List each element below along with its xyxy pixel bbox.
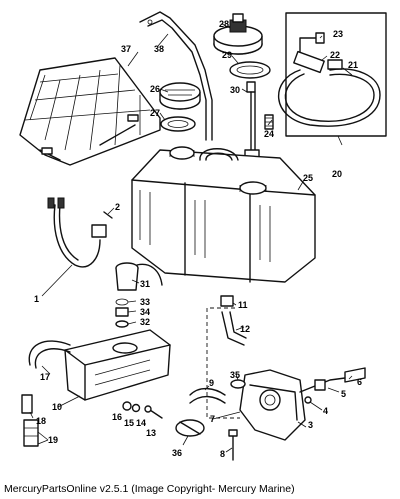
callout-15: 15 (124, 418, 134, 428)
callout-28: 28 (219, 19, 229, 29)
callout-25: 25 (303, 173, 313, 183)
callout-9: 9 (209, 378, 214, 388)
callout-23: 23 (333, 29, 343, 39)
callout-29: 29 (222, 50, 232, 60)
fuel-pump-assembly (189, 367, 366, 461)
callout-32: 32 (140, 317, 150, 327)
tank-tray-basket (19, 57, 161, 166)
callout-26: 26 (150, 84, 160, 94)
fuel-gauge-assembly (213, 13, 271, 79)
callout-8: 8 (220, 449, 225, 459)
callout-22: 22 (330, 50, 340, 60)
callout-33: 33 (140, 297, 150, 307)
callout-11: 11 (238, 300, 248, 310)
callout-4: 4 (323, 406, 328, 416)
callout-35: 35 (230, 370, 240, 380)
callout-24: 24 (264, 129, 274, 139)
callout-labels: 37 38 28 29 26 27 30 23 22 21 24 20 25 2… (34, 19, 362, 459)
callout-3: 3 (308, 420, 313, 430)
hose-clamp (175, 419, 205, 437)
leader-lines (29, 23, 353, 453)
callout-38: 38 (154, 44, 164, 54)
sender-31-34 (115, 262, 163, 328)
fuel-tank (131, 146, 316, 283)
callout-20: 20 (332, 169, 342, 179)
callout-12: 12 (240, 324, 250, 334)
callout-37: 37 (121, 44, 131, 54)
pickup-tube (244, 81, 260, 159)
callout-19: 19 (48, 435, 58, 445)
callout-16: 16 (112, 412, 122, 422)
callout-14: 14 (136, 418, 146, 428)
fasteners-13-16 (122, 401, 163, 419)
callout-10: 10 (52, 402, 62, 412)
callout-13: 13 (146, 428, 156, 438)
filter-housing (21, 329, 171, 447)
callout-2: 2 (115, 202, 120, 212)
fitting-24 (264, 114, 274, 130)
callout-17: 17 (40, 372, 50, 382)
filler-cap-assembly (159, 82, 201, 132)
callout-36: 36 (172, 448, 182, 458)
callout-1: 1 (34, 294, 39, 304)
callout-21: 21 (348, 60, 358, 70)
callout-6: 6 (357, 377, 362, 387)
mounting-strap (139, 11, 213, 141)
callout-30: 30 (230, 85, 240, 95)
callout-31: 31 (140, 279, 150, 289)
callout-27: 27 (150, 108, 160, 118)
callout-34: 34 (140, 307, 150, 317)
image-caption: MercuryPartsOnline v2.5.1 (Image Copyrig… (4, 483, 295, 495)
fuel-hose-assembly (277, 12, 387, 137)
elbow-fitting (206, 295, 247, 419)
callout-18: 18 (36, 416, 46, 426)
callout-7: 7 (210, 414, 215, 424)
parts-diagram: 37 38 28 29 26 27 30 23 22 21 24 20 25 2… (19, 11, 387, 461)
callout-5: 5 (341, 389, 346, 399)
sender-wiring (47, 197, 113, 268)
